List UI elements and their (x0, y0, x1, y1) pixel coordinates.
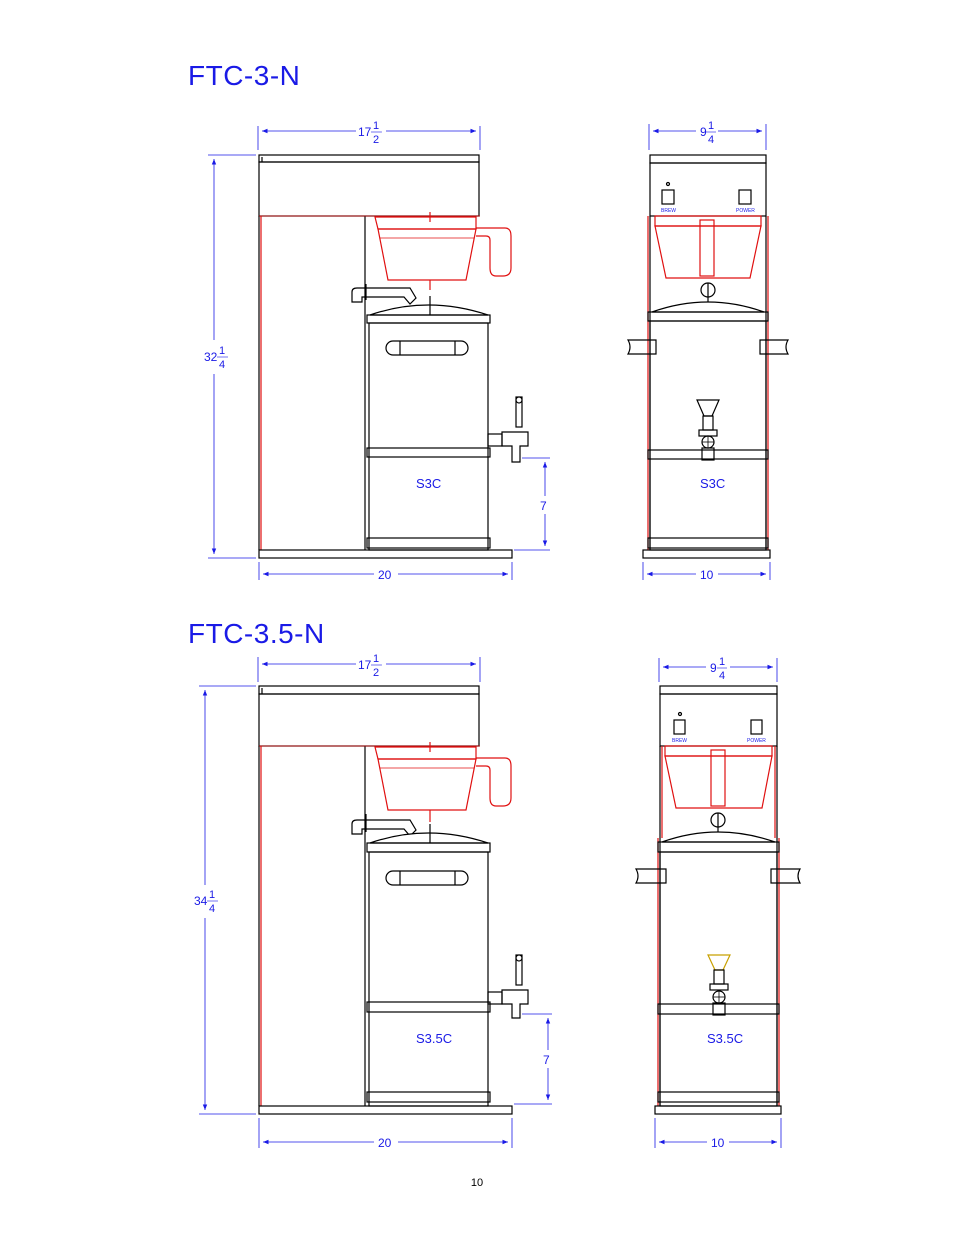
front-width-num-2: 1 (719, 656, 725, 668)
side-height-whole: 32 (204, 350, 218, 364)
front-width-den-2: 4 (719, 670, 725, 682)
side-spout-height: 7 (540, 499, 547, 513)
side-width-whole-2: 17 (358, 658, 372, 672)
front-dispenser-label-2: S3.5C (707, 1031, 743, 1046)
side-height-num: 1 (219, 345, 225, 357)
brew-switch-label-2: BREW (672, 738, 687, 744)
brew-switch-label: BREW (661, 208, 676, 214)
side-view-ftc-3-5-n (199, 657, 552, 1148)
side-width-den: 2 (373, 134, 379, 146)
front-dispenser-label: S3C (700, 476, 725, 491)
front-width-den: 4 (708, 134, 714, 146)
front-base-width: 10 (700, 568, 714, 582)
page-number: 10 (470, 1177, 484, 1189)
front-view-ftc-3-n (626, 124, 790, 580)
side-spout-height-2: 7 (543, 1053, 550, 1067)
front-view-ftc-3-5-n (634, 658, 802, 1148)
side-height-den-2: 4 (209, 903, 215, 915)
side-width-whole: 17 (358, 125, 372, 139)
front-base-width-2: 10 (711, 1136, 725, 1150)
side-base-width-2: 20 (378, 1136, 392, 1150)
side-dispenser-label: S3C (416, 476, 441, 491)
front-width-whole: 9 (700, 125, 707, 139)
side-height-whole-2: 34 (194, 894, 208, 908)
model-title-ftc-3-n: FTC-3-N (188, 60, 301, 91)
front-width-num: 1 (708, 120, 714, 132)
side-width-den-2: 2 (373, 667, 379, 679)
side-view-ftc-3-n (208, 126, 550, 580)
side-width-num-2: 1 (373, 653, 379, 665)
front-width-whole-2: 9 (710, 661, 717, 675)
side-dispenser-label-2: S3.5C (416, 1031, 452, 1046)
power-switch-label-2: POWER (747, 738, 766, 744)
side-base-width: 20 (378, 568, 392, 582)
side-width-num: 1 (373, 120, 379, 132)
model-title-ftc-3-5-n: FTC-3.5-N (188, 618, 325, 649)
side-height-den: 4 (219, 359, 225, 371)
side-height-num-2: 1 (209, 889, 215, 901)
power-switch-label: POWER (736, 208, 755, 214)
